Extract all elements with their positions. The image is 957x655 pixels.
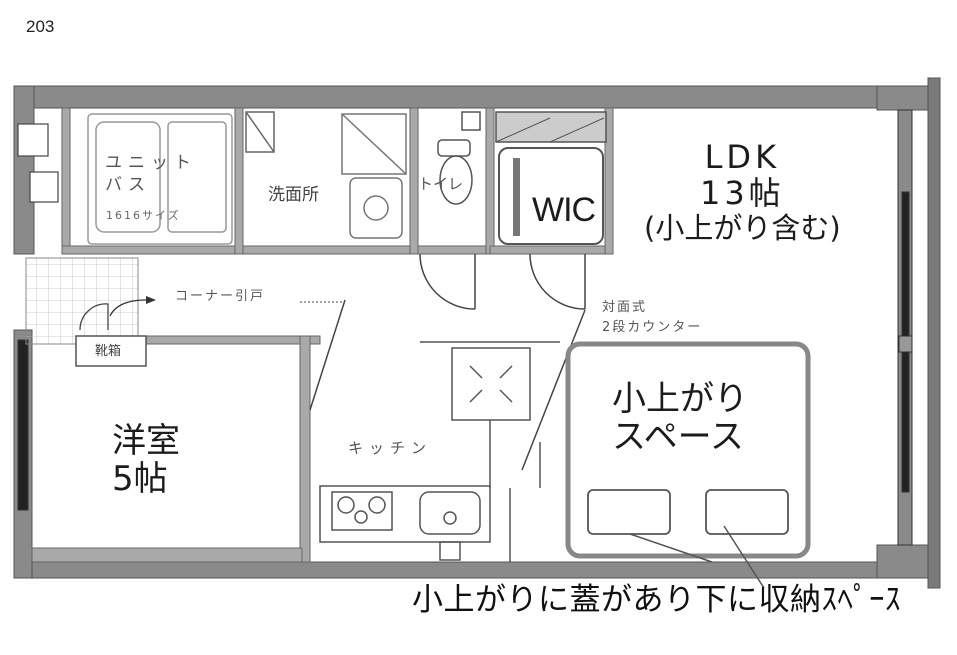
wic-label: WIC bbox=[532, 191, 596, 229]
shoe-cabinet-label: 靴箱 bbox=[95, 344, 122, 359]
unit-bath-label: ユニット バス bbox=[105, 153, 197, 196]
storage-note: 小上がりに蓋があり下に収納ｽﾍﾟｰｽ bbox=[412, 582, 901, 618]
ldk-label: LDK 13帖 (小上がり含む) bbox=[644, 138, 841, 245]
left-window bbox=[17, 339, 29, 511]
counter-note: 対面式 2段カウンター bbox=[602, 300, 703, 336]
raised-space-label: 小上がり スペース bbox=[612, 379, 748, 458]
unit-number: 203 bbox=[26, 17, 55, 36]
unit-bath-size: 1616サイズ bbox=[106, 209, 181, 222]
toilet-label: トイレ bbox=[418, 175, 464, 193]
right-window bbox=[897, 109, 913, 546]
raised-space-box bbox=[565, 341, 811, 589]
corner-door-note: コーナー引戸 bbox=[175, 289, 266, 304]
western-room-label: 洋室 5帖 bbox=[112, 421, 180, 500]
wic-box bbox=[495, 111, 607, 245]
washroom-label: 洗面所 bbox=[268, 185, 319, 205]
kitchen-label: キッチン bbox=[348, 439, 433, 457]
unit-bath-fixture bbox=[87, 113, 233, 245]
